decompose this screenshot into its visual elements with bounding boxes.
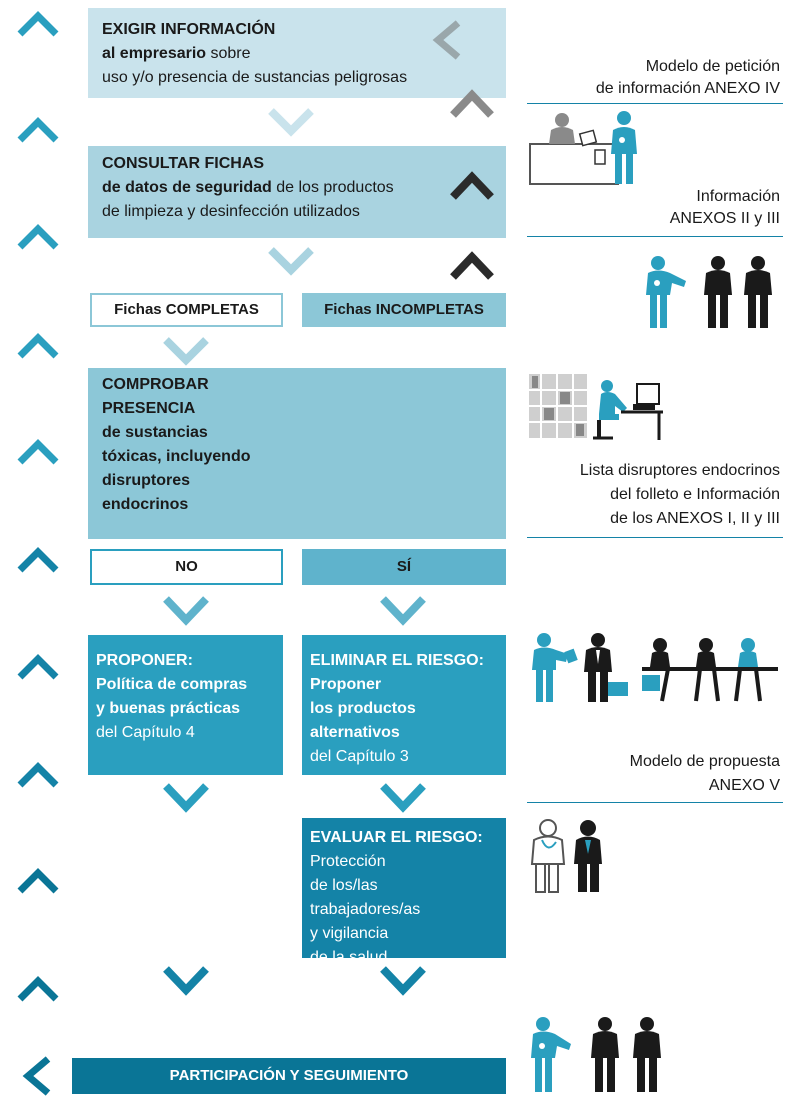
down-chevron-icon [163,783,209,813]
up-chevron-icon [17,439,59,465]
divider [527,537,783,538]
doctor-icon [530,819,602,893]
step-line: trabajadores/as [310,901,421,918]
step-text: de limpieza y desinfección utilizados [102,203,360,220]
step-line: los productos [310,700,416,717]
up-chevron-icon [450,251,494,280]
office-desk-icon [529,111,637,185]
up-chevron-icon [17,868,59,894]
step-line: ELIMINAR EL RIESGO: [310,652,484,669]
step-text: de los productos [271,179,394,196]
left-chevron-icon [432,20,461,60]
step-line: y buenas prácticas [96,700,241,717]
step-text: sobre [206,45,251,62]
step-line: del Capítulo 4 [96,724,195,741]
note-informacion: Información ANEXOS II y III [669,188,780,227]
up-chevron-icon [17,117,59,143]
up-chevron-icon [17,11,59,37]
step-line: disruptores [102,472,191,489]
step-line: alternativos [310,724,400,741]
fichas-completas-label: Fichas COMPLETAS [90,293,283,327]
down-chevron-icon [380,783,426,813]
down-chevron-icon [163,337,209,366]
si-label: SÍ [302,549,506,585]
step-title: CONSULTAR FICHAS [102,155,265,172]
step-line: Política de compras [96,676,248,693]
note-modelo-propuesta: Modelo de propuesta ANEXO V [629,753,780,794]
step-line: PRESENCIA [102,400,196,417]
step-title: EXIGIR INFORMACIÓN [102,21,276,38]
documents-archive-icon [529,374,587,438]
step-line: de sustancias [102,424,208,441]
up-chevron-icon [17,224,59,250]
step-eliminar-riesgo: ELIMINAR EL RIESGO: Proponer los product… [302,635,506,775]
step-participacion-seguimiento: PARTICIPACIÓN Y SEGUIMIENTO [72,1058,506,1094]
divider [527,103,783,104]
down-chevron-icon [268,247,314,276]
down-chevron-icon [163,596,209,626]
up-chevron-icon [17,976,59,1002]
step-bold-text: al empresario [102,45,207,62]
office-desk-icon [593,380,663,440]
no-label: NO [90,549,283,585]
step-line: PROPONER: [96,652,193,669]
fichas-incompletas-label: Fichas INCOMPLETAS [302,293,506,327]
left-chevron-icon [22,1056,51,1096]
step-title: EVALUAR EL RIESGO: [310,829,483,846]
step-line: de los/las [310,877,378,894]
people-meeting-icon [646,256,772,328]
step-line: de la salud [310,949,388,966]
people-meeting-icon [531,1017,661,1092]
step-line: tóxicas, incluyendo [102,448,251,465]
step-line: COMPROBAR [102,376,209,393]
up-chevron-icon [17,333,59,359]
note-lista-disruptores: Lista disruptores endocrinos del folleto… [579,462,780,527]
step-comprobar-presencia: COMPROBAR PRESENCIA de sustancias tóxica… [88,368,506,539]
up-chevron-icon [17,654,59,680]
down-chevron-icon [380,596,426,626]
up-chevron-icon [450,89,494,118]
step-line: y vigilancia [310,925,389,942]
people-meeting-icon [642,638,778,702]
step-exigir-informacion: EXIGIR INFORMACIÓN al empresario sobre u… [88,8,506,98]
step-line: Proponer [310,676,382,693]
step-proponer: PROPONER: Política de compras y buenas p… [88,635,283,775]
step-evaluar-riesgo: EVALUAR EL RIESGO: Protección de los/las… [302,818,506,966]
divider [527,236,783,237]
step-bold-text: de datos de seguridad [102,179,272,196]
step-line: endocrinos [102,496,189,513]
step-line: Protección [310,853,386,870]
step-consultar-fichas: CONSULTAR FICHAS de datos de seguridad d… [88,146,506,238]
down-chevron-icon [268,108,314,137]
down-chevron-icon [380,966,426,996]
down-chevron-icon [163,966,209,996]
note-modelo-peticion: Modelo de petición de información ANEXO … [595,58,780,97]
step-line: del Capítulo 3 [310,748,409,765]
up-chevron-icon [17,547,59,573]
up-chevron-icon [450,171,494,200]
divider [527,802,783,803]
step-text: uso y/o presencia de sustancias peligros… [102,69,408,86]
people-meeting-icon [532,633,628,702]
up-chevron-icon [17,762,59,788]
